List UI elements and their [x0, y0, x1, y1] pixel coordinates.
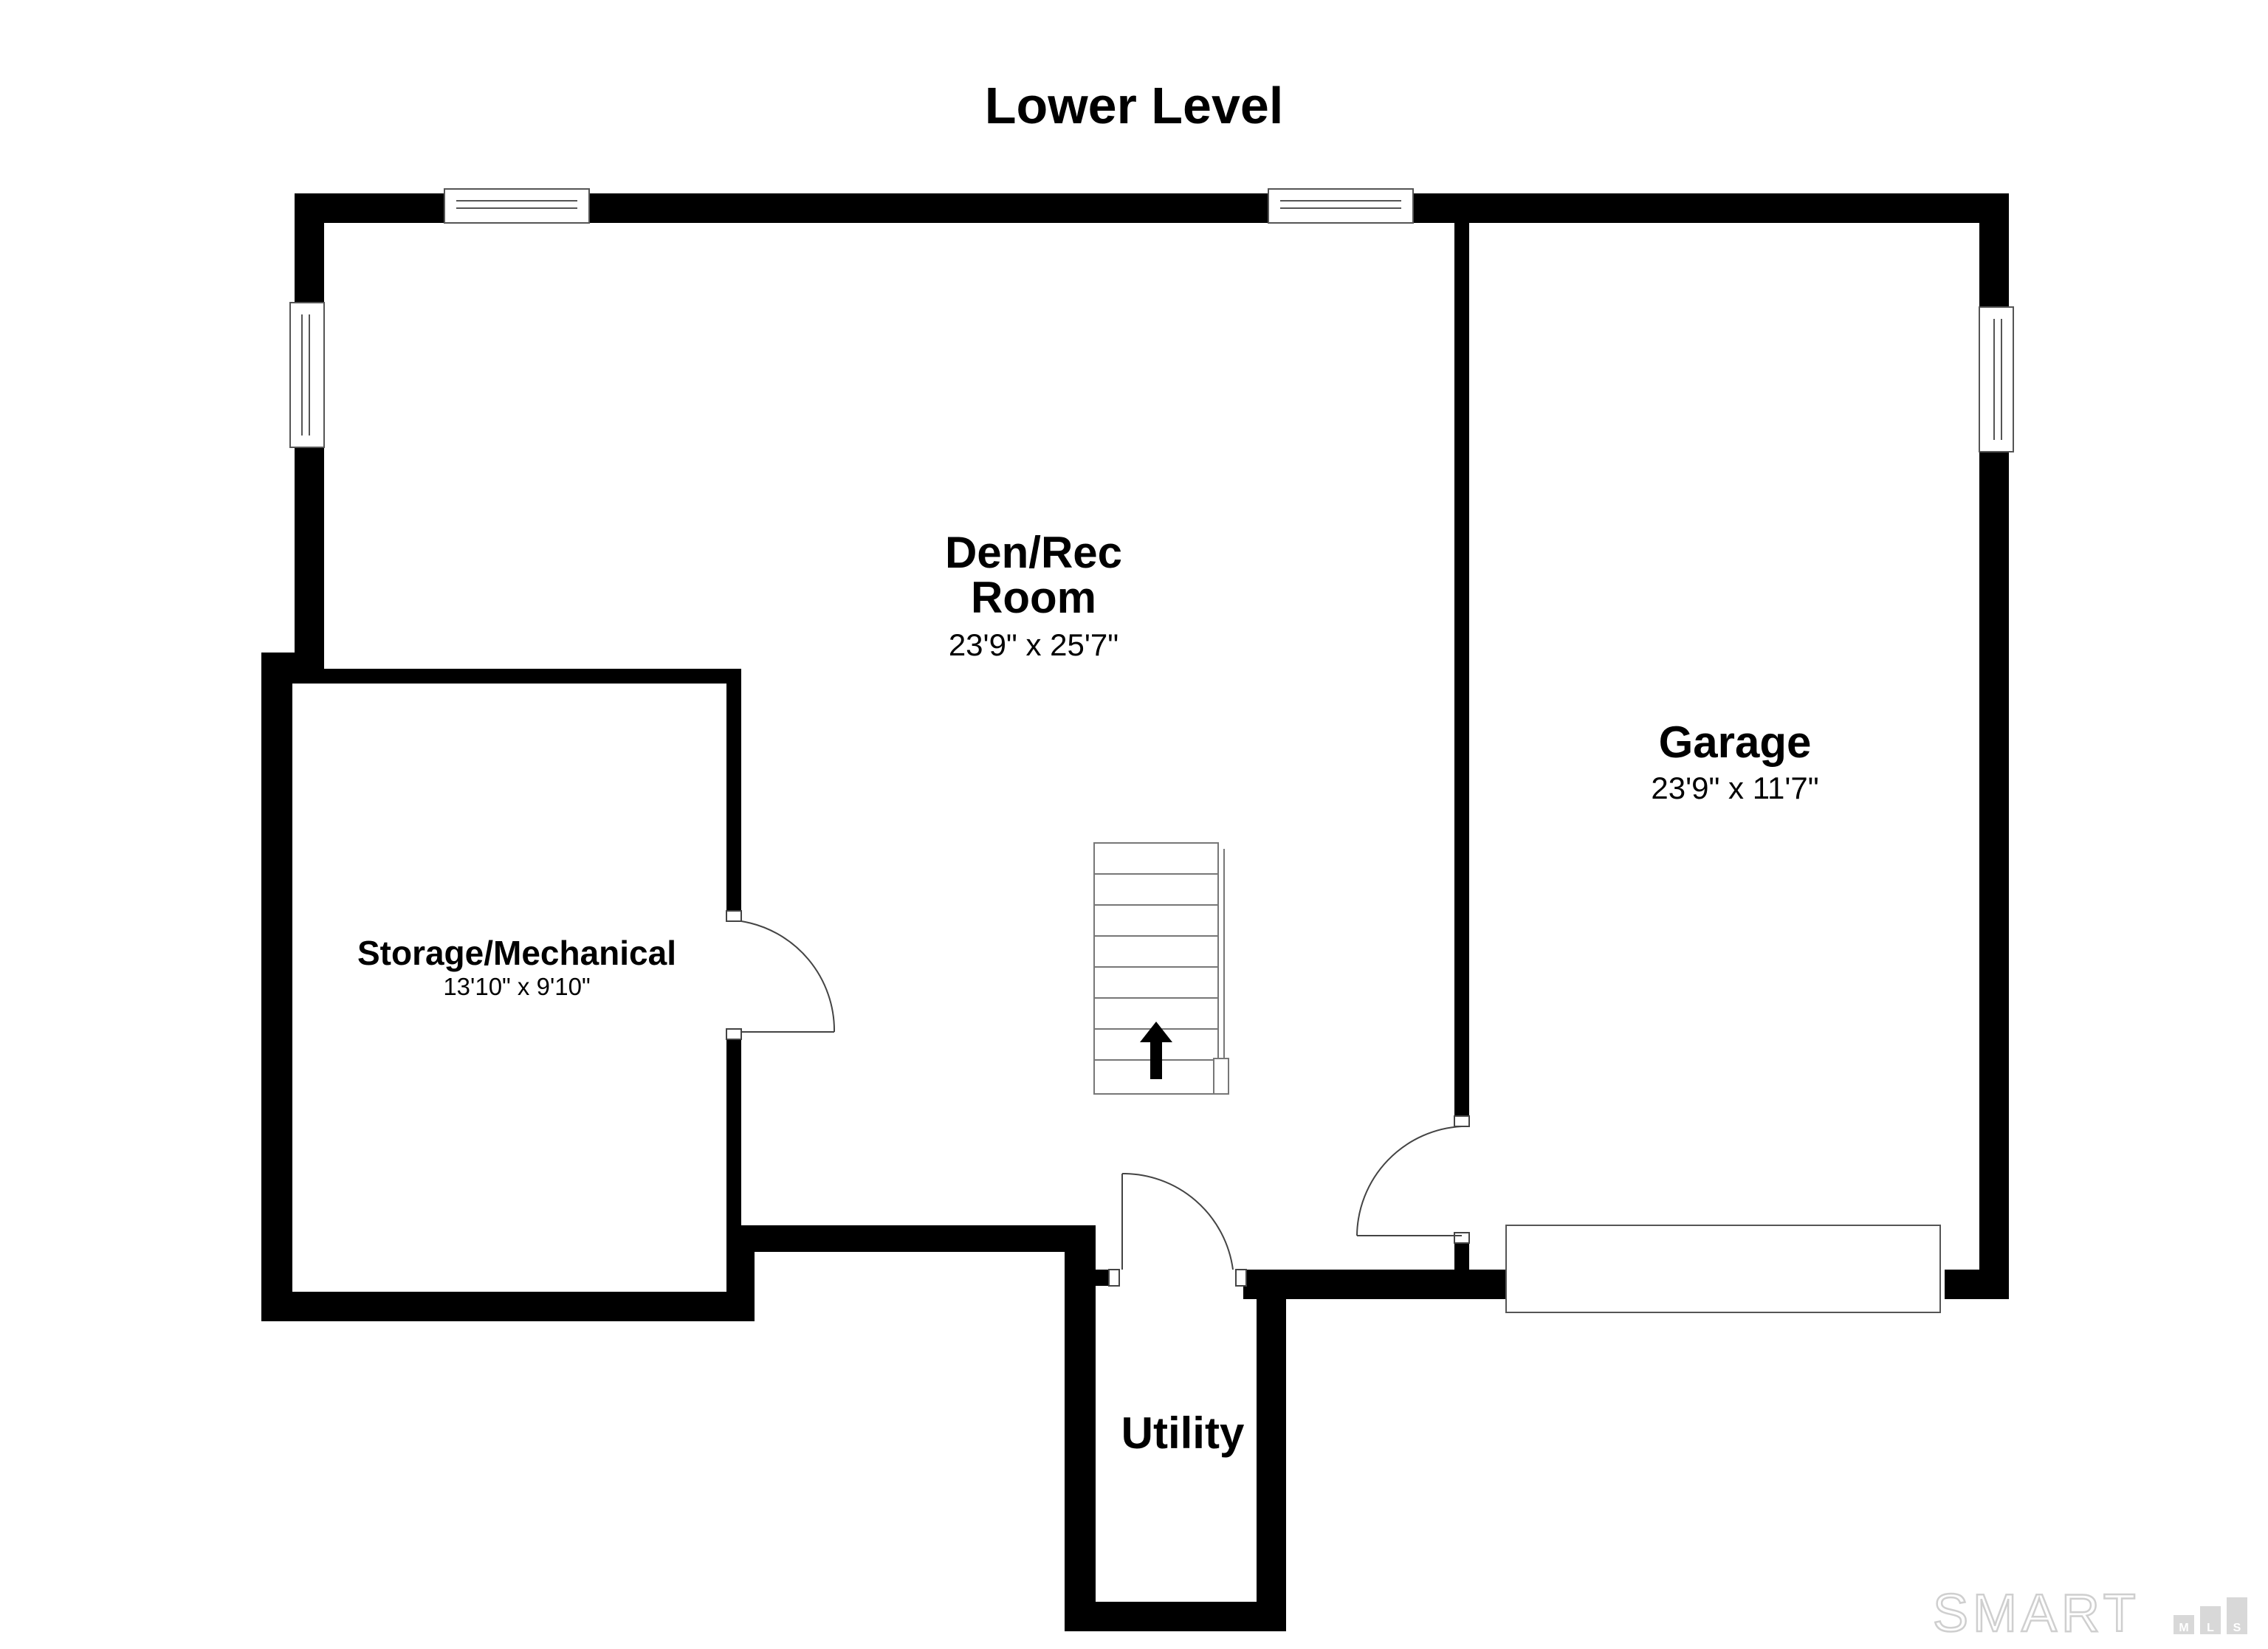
window-left — [289, 302, 325, 448]
wall-storage-right-upper — [726, 669, 741, 911]
floor-title: Lower Level — [984, 77, 1284, 134]
logo-text: SMART — [1933, 1586, 2140, 1637]
wall-garage-divider-stub — [1454, 1242, 1469, 1278]
wall-storage-top — [292, 669, 741, 684]
window-top-right — [1268, 188, 1414, 224]
room-dims-garage: 23'9" x 11'7" — [1651, 771, 1819, 805]
door-garage — [1356, 1115, 1470, 1244]
logo-letter-s: S — [2233, 1622, 2241, 1634]
wall-utility-right — [1257, 1270, 1286, 1631]
room-name-storage: Storage/Mechanical — [357, 934, 677, 972]
wall-garage-divider — [1454, 221, 1469, 1126]
wall-utility-top-left — [1065, 1270, 1118, 1286]
door-storage — [726, 910, 836, 1040]
wall-den-bottom-left — [726, 1225, 1096, 1252]
windows — [289, 188, 2014, 452]
room-dims-storage: 13'10" x 9'10" — [443, 973, 591, 1000]
door-utility — [1108, 1172, 1247, 1287]
window-top-left — [444, 188, 590, 224]
wall-storage-right-outer — [726, 1225, 755, 1321]
logo-letter-l: L — [2207, 1622, 2214, 1634]
wall-storage-right-lower — [726, 1036, 741, 1225]
wall-storage-left — [261, 653, 292, 1321]
room-name-utility: Utility — [1121, 1408, 1245, 1458]
garage-door — [1505, 1225, 1941, 1313]
doors — [726, 910, 1470, 1287]
up-arrow-icon — [1140, 1022, 1172, 1079]
logo-letter-m: M — [2179, 1622, 2188, 1634]
room-dims-den: 23'9" x 25'7" — [948, 627, 1119, 662]
wall-utility-left — [1065, 1225, 1096, 1631]
wall-garage-bottom-right — [1945, 1270, 2009, 1299]
room-name-garage: Garage — [1658, 717, 1812, 767]
logo-mls-bars — [2174, 1597, 2247, 1634]
room-name-den: Den/Rec Room — [944, 528, 1123, 623]
wall-utility-bottom — [1065, 1602, 1286, 1631]
window-right — [1979, 306, 2014, 452]
wall-storage-bottom — [261, 1292, 755, 1321]
smart-mls-logo: SMART M L S — [1933, 1586, 2247, 1637]
